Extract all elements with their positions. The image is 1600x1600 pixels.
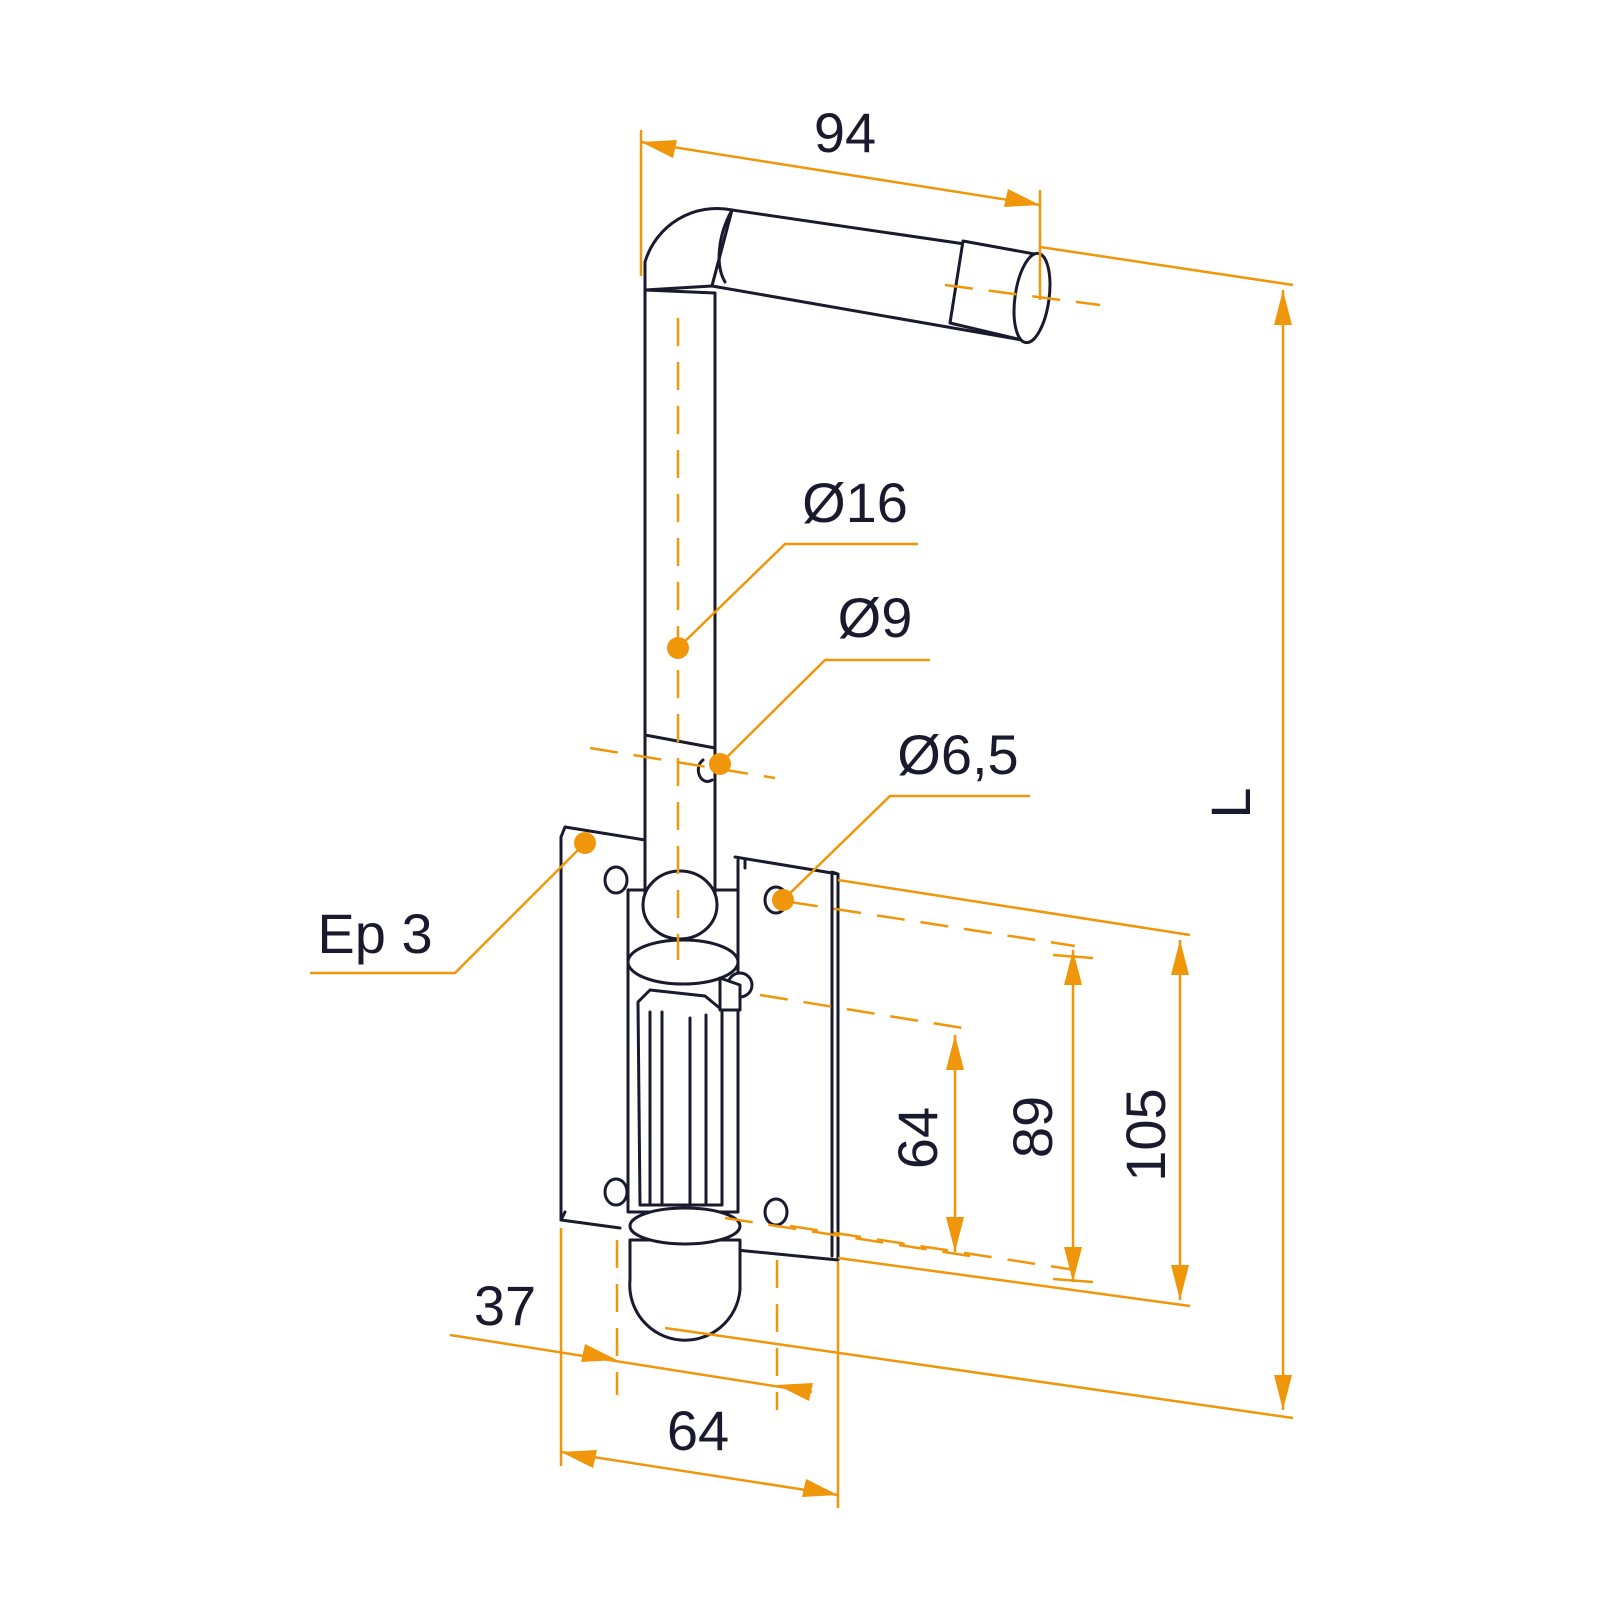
- leader-lines: [310, 542, 1030, 975]
- dim-89-tick-top: [1052, 953, 1094, 960]
- grease-nipple-body: [718, 976, 742, 1012]
- dimension-lines: [449, 130, 1294, 1508]
- labels: 94 Ø16 Ø9 Ø6,5 Ep 3 37 64 L 105 89 64: [317, 101, 1262, 1462]
- dim-105-ext-bottom: [837, 1256, 1191, 1308]
- label-middle-spacing: 89: [1001, 1096, 1064, 1158]
- leader-screw-hole-diameter: [782, 794, 1030, 901]
- label-inner-spacing: 64: [886, 1107, 949, 1169]
- screw-hole-top-left: [603, 865, 629, 895]
- bottom-hole-axis-2: [789, 1224, 1076, 1272]
- arm-axis: [944, 283, 1101, 307]
- dim-37-arrow-right: [777, 1383, 813, 1401]
- dim-64-vertical-arrow-top: [946, 1035, 964, 1070]
- mounting-plate: [559, 825, 840, 1262]
- dim-105-ext-top: [837, 878, 1191, 937]
- dim-89-arrow-top: [1064, 950, 1082, 985]
- leader-screw-hole-diameter-dot: [772, 889, 794, 911]
- label-screw-hole-diameter: Ø6,5: [897, 723, 1018, 786]
- dim-94-arrow-left: [641, 140, 677, 158]
- knob-axis: [759, 993, 976, 1032]
- arm-seam: [717, 208, 734, 284]
- dim-L-ext-top: [1039, 245, 1294, 287]
- dim-105-arrow-top: [1171, 940, 1189, 975]
- label-plate-thickness: Ep 3: [317, 902, 432, 965]
- dim-37-line: [449, 1333, 813, 1394]
- dim-L-ext-bottom: [664, 1326, 1294, 1420]
- label-plate-width: 64: [667, 1399, 729, 1462]
- label-overall-length: L: [1199, 787, 1262, 818]
- dim-89-tick-bottom: [1052, 1277, 1094, 1284]
- dim-64-horizontal-arrow-right: [802, 1479, 838, 1497]
- hole-axis: [589, 746, 776, 780]
- dim-89-arrow-bottom: [1064, 1247, 1082, 1282]
- leader-hole-diameter-dot: [709, 753, 731, 775]
- screw-hole-bottom-left: [603, 1177, 629, 1207]
- pin-shaft: [643, 288, 717, 907]
- barrel-inner-rib: [648, 1010, 708, 1207]
- plate-edge: [559, 858, 747, 1222]
- dim-64-horizontal-line: [560, 1450, 839, 1497]
- screw-hole-bottom-right: [763, 1197, 789, 1227]
- pin-shaft-base: [641, 869, 719, 941]
- pin-collar-top: [626, 938, 740, 986]
- label-arm-length: 94: [814, 101, 876, 164]
- pin-collar-bottom: [628, 1206, 742, 1246]
- label-hole-diameter: Ø9: [838, 586, 913, 649]
- dim-105-arrow-bottom: [1171, 1265, 1189, 1300]
- shaft-hole: [643, 733, 717, 783]
- top-hole-axis: [789, 900, 1076, 948]
- label-offset: 37: [474, 1274, 536, 1337]
- pin-bottom-end: [628, 1238, 742, 1342]
- dim-L-arrow-top: [1274, 290, 1292, 325]
- leader-plate-thickness: [310, 842, 586, 975]
- dim-64-horizontal-arrow-left: [561, 1450, 597, 1468]
- label-pin-diameter: Ø16: [802, 471, 908, 534]
- hinge-part: [559, 206, 1052, 1342]
- leader-plate-thickness-dot: [574, 832, 596, 854]
- dim-94-line: [640, 140, 1041, 207]
- label-outer-spacing: 105: [1114, 1088, 1177, 1181]
- bottom-hole-axis: [724, 1216, 971, 1258]
- dim-37-arrow-left: [581, 1344, 617, 1362]
- pin-bend: [643, 206, 734, 292]
- leader-hole-diameter: [719, 658, 930, 765]
- dim-94-arrow-right: [1004, 189, 1040, 207]
- dim-64-vertical-arrow-bottom: [946, 1217, 964, 1252]
- leader-pin-diameter: [677, 542, 918, 649]
- dim-L-arrow-bottom: [1274, 1375, 1292, 1410]
- leader-pin-diameter-dot: [667, 637, 689, 659]
